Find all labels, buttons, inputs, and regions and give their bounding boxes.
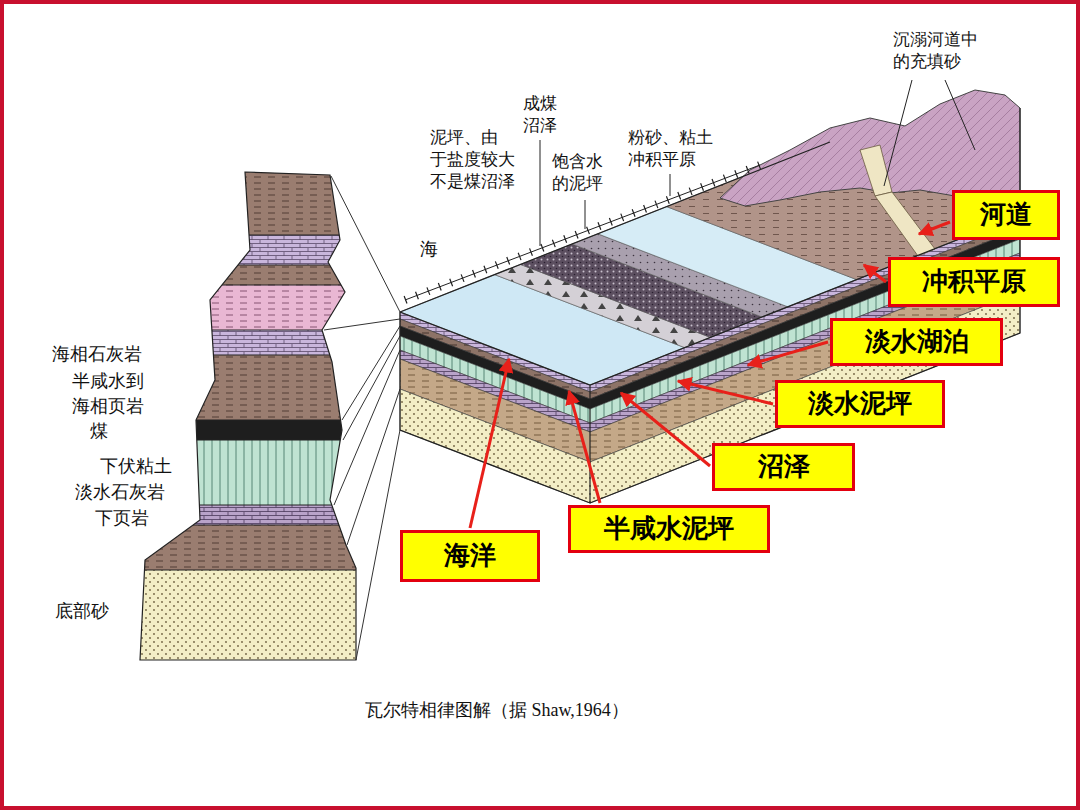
annotation-label: 底部砂 [55, 600, 109, 622]
red-arrow [919, 222, 950, 234]
figure-caption: 瓦尔特相律图解（据 Shaw,1964） [365, 698, 629, 722]
red-arrow [864, 265, 886, 282]
marine-shale-layer [130, 355, 370, 420]
facies-label: 冲积平原 [922, 266, 1026, 297]
annotation-label: 粉砂、粘土 冲积平原 [628, 126, 730, 170]
facies-label-box: 河道 [952, 190, 1060, 240]
annotation-label: 饱含水 的泥坪 [552, 150, 620, 194]
annotation-label: 海相石灰岩 [52, 343, 142, 365]
red-arrows [470, 222, 950, 528]
red-arrow [569, 391, 600, 503]
layer-boundary [130, 235, 370, 570]
annotation-label: 泥坪、由 于盐度较大 不是煤沼泽 [430, 126, 532, 192]
facies-label-box: 淡水湖泊 [830, 318, 1003, 366]
facies-label: 河道 [980, 199, 1032, 230]
stratigraphic-column [130, 170, 370, 660]
facies-label: 沼泽 [758, 451, 810, 482]
annotation-label: 淡水石灰岩 [75, 481, 165, 503]
annotation-label: 煤 [90, 420, 108, 442]
red-arrow [678, 381, 773, 404]
shale-layer [130, 265, 370, 285]
annotation-label: 下伏粘土 [100, 455, 172, 477]
facies-label-box: 沼泽 [712, 443, 855, 491]
basal-sand-layer [130, 570, 370, 660]
column-outline [140, 172, 356, 660]
annotation-label: 成煤 沼泽 [523, 92, 574, 136]
channel-sand [875, 192, 935, 256]
annotation-label: 海 [420, 238, 438, 260]
facies-label-box: 淡水泥坪 [775, 380, 945, 428]
red-arrow [621, 393, 710, 466]
correlation-line [324, 176, 400, 660]
facies-label: 淡水湖泊 [865, 326, 969, 357]
marine-limestone-layer [130, 330, 370, 355]
annotation-label: 半咸水到 海相页岩 [72, 368, 162, 418]
red-arrow [748, 342, 828, 365]
hills [720, 90, 1020, 206]
facies-label-box: 半咸水泥坪 [568, 505, 770, 553]
facies-label: 淡水泥坪 [808, 388, 912, 419]
facies-label: 半咸水泥坪 [604, 513, 734, 544]
coal-layer [130, 420, 370, 440]
annotation-label: 下页岩 [95, 507, 149, 529]
facies-label: 海洋 [444, 540, 496, 571]
block-top-surface [400, 90, 1020, 385]
red-arrow [470, 359, 509, 528]
freshwater-limestone-layer [130, 505, 370, 525]
drowned-channel-fill [860, 145, 892, 196]
leader-line [884, 80, 975, 186]
facies-label-box: 冲积平原 [888, 257, 1060, 307]
shale-layer [130, 285, 370, 330]
facies-label-box: 海洋 [400, 530, 540, 582]
lower-shale-layer [130, 525, 370, 570]
annotation-label: 沉溺河道中 的充填砂 [893, 28, 995, 72]
